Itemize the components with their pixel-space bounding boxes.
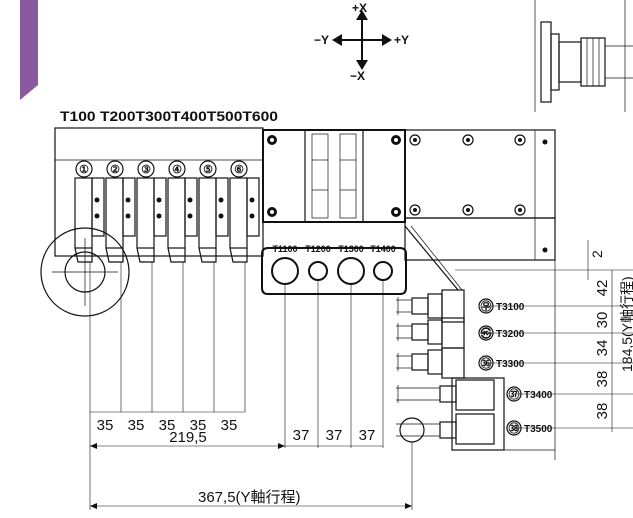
- dim-37-3: 37: [359, 427, 376, 444]
- side-tool-t3500: ㊳ T3500: [396, 413, 553, 445]
- turning-tool-5: ⑤: [198, 160, 229, 263]
- extension-lines: [89, 262, 413, 510]
- tool-number-6: ⑥: [234, 164, 244, 176]
- drill-holder-block: [262, 129, 406, 223]
- dim-38-1: 38: [594, 371, 611, 388]
- axis-minus-x: −X: [350, 69, 365, 83]
- dim-42: 42: [594, 280, 611, 297]
- vertical-dims: 2 42 30 34 38 38 184,5(Y軸行程): [455, 240, 633, 432]
- drill-label-t1100: T1100: [272, 244, 297, 254]
- turning-tool-1: ①: [74, 160, 105, 263]
- dim-2: 2: [589, 250, 605, 258]
- dim-35-2: 35: [128, 417, 145, 434]
- turret-tool-header: T100 T200T300T400T500T600: [60, 108, 278, 124]
- turning-tool-4: ④: [167, 160, 198, 263]
- axis-indicator: +X −X −Y +Y: [314, 1, 409, 83]
- dim-367-5: 367,5(Y軸行程): [198, 489, 301, 506]
- side-tool-t3400: ㊲ T3400: [396, 379, 553, 411]
- dim-35-1: 35: [97, 417, 114, 434]
- tool-number-5: ⑤: [203, 164, 213, 176]
- dim-38-2: 38: [594, 403, 611, 420]
- accent-banner: [20, 0, 38, 100]
- turning-tools: ① ② ③ ④: [74, 160, 260, 263]
- drill-label-t1400: T1400: [370, 244, 396, 254]
- drill-rack: T1100 T1200 T1300 T1400: [261, 244, 407, 295]
- side-tools: ㉾ T3100 ㉿ T3200 ㊱ T3300: [396, 260, 556, 460]
- tool-number-4: ④: [172, 164, 182, 176]
- workpiece-circle: [40, 227, 130, 317]
- side-tool-label-t3300: T3300: [496, 359, 525, 370]
- turning-tool-2: ②: [105, 160, 136, 263]
- dim-37-1: 37: [293, 427, 310, 444]
- axis-plus-y: +Y: [394, 33, 409, 47]
- drill-label-t1300: T1300: [338, 244, 364, 254]
- dim-35-4: 35: [190, 417, 207, 434]
- axis-plus-x: +X: [352, 1, 367, 15]
- tool-number-3: ③: [141, 164, 151, 176]
- dim-35-3: 35: [159, 417, 176, 434]
- turning-tool-6: ⑥: [229, 160, 260, 263]
- dims-219-37: 219,5 37 37 37: [90, 427, 383, 449]
- tool-plate: [54, 127, 264, 257]
- dim-184-5: 184,5(Y軸行程): [619, 276, 633, 372]
- dims-35: 35 35 35 35 35: [90, 411, 245, 434]
- spindle-chuck: [534, 0, 633, 112]
- tool-number-2: ②: [110, 164, 120, 176]
- side-fixture-plate: [404, 129, 556, 291]
- side-tool-label-t3200: T3200: [496, 329, 525, 340]
- side-tool-label-t3400: T3400: [524, 390, 553, 401]
- tool-number-1: ①: [79, 164, 89, 176]
- dim-35-5: 35: [221, 417, 238, 434]
- drill-label-t1200: T1200: [305, 244, 331, 254]
- dim-30: 30: [594, 312, 611, 329]
- axis-minus-y: −Y: [314, 33, 329, 47]
- turning-tool-3: ③: [136, 160, 167, 263]
- dim-219-5: 219,5: [169, 429, 207, 446]
- dim-367: 367,5(Y軸行程): [90, 489, 412, 509]
- side-tool-label-t3500: T3500: [524, 424, 553, 435]
- dim-37-2: 37: [326, 427, 343, 444]
- side-tool-label-t3100: T3100: [496, 302, 525, 313]
- dim-34: 34: [594, 340, 611, 357]
